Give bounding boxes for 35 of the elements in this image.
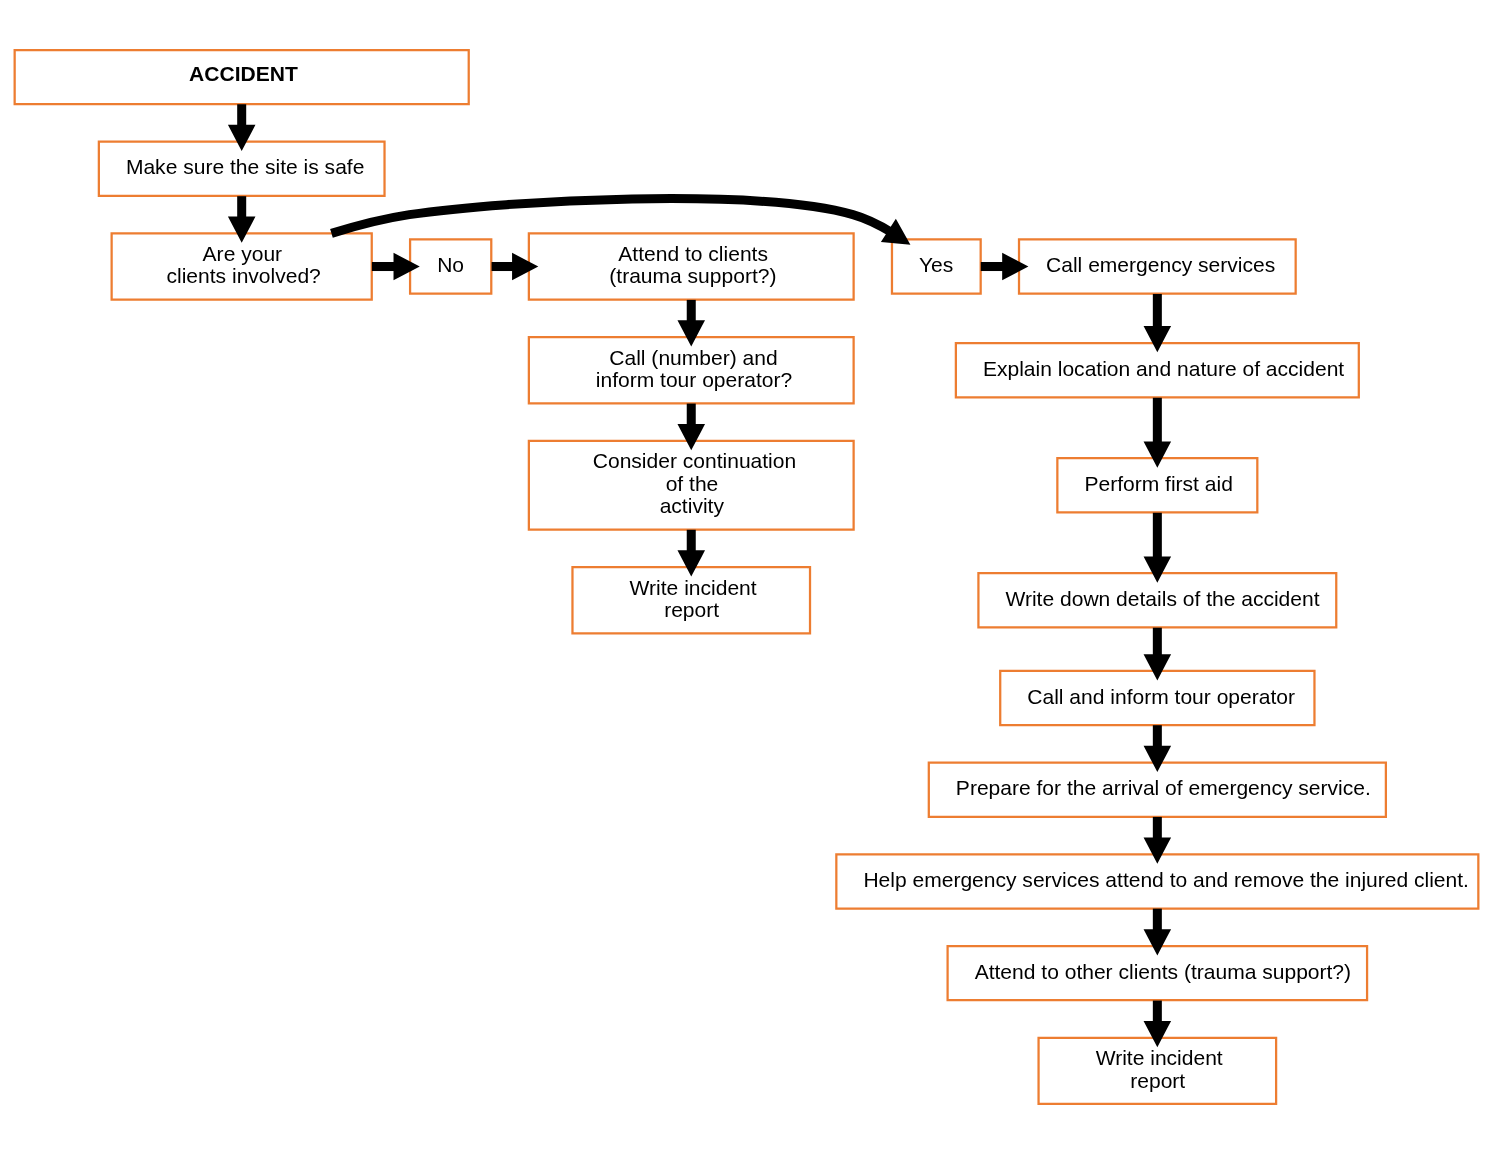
arrow — [1143, 627, 1172, 681]
arrow — [330, 194, 911, 245]
node-box: Perform first aid — [1056, 457, 1259, 514]
node-box: ACCIDENT — [13, 48, 470, 106]
node-box: Yes — [890, 238, 982, 295]
node-box: Prepare for the arrival of emergency service. — [927, 761, 1387, 818]
node-box: Write incident report — [571, 566, 812, 635]
arrow — [491, 252, 539, 281]
node-box: Attend to clients (trauma support?) — [527, 232, 855, 301]
node-box: Are your clients involved? — [110, 232, 373, 301]
node-box: Help emergency services attend to and remove the injured client. — [835, 853, 1480, 910]
node-box: Call emergency services — [1017, 238, 1297, 295]
arrow — [1143, 725, 1172, 773]
arrow — [227, 196, 256, 243]
arrow — [677, 529, 705, 577]
node-box: Call and inform tour operator — [999, 669, 1316, 727]
node-box: Write down details of the accident — [977, 572, 1338, 629]
arrow — [371, 252, 420, 281]
arrow — [1143, 293, 1172, 353]
node-box: Attend to other clients (trauma support?) — [946, 945, 1369, 1002]
arrow — [677, 299, 705, 347]
node-box: Explain location and nature of accident — [954, 342, 1360, 399]
arrow — [1143, 512, 1172, 583]
arrow — [227, 104, 256, 152]
arrow — [677, 403, 705, 451]
arrow — [1143, 816, 1172, 864]
arrow — [980, 252, 1029, 281]
node-box: Consider continuation of the activity — [527, 439, 855, 531]
node-box: Make sure the site is safe — [97, 140, 386, 197]
node-box: Write incident report — [1037, 1036, 1278, 1106]
arrow — [1143, 1000, 1172, 1048]
arrow — [1143, 908, 1172, 956]
arrow — [1143, 397, 1172, 468]
node-box: No — [408, 238, 493, 295]
node-box: Call (number) and inform tour operator? — [527, 336, 855, 405]
